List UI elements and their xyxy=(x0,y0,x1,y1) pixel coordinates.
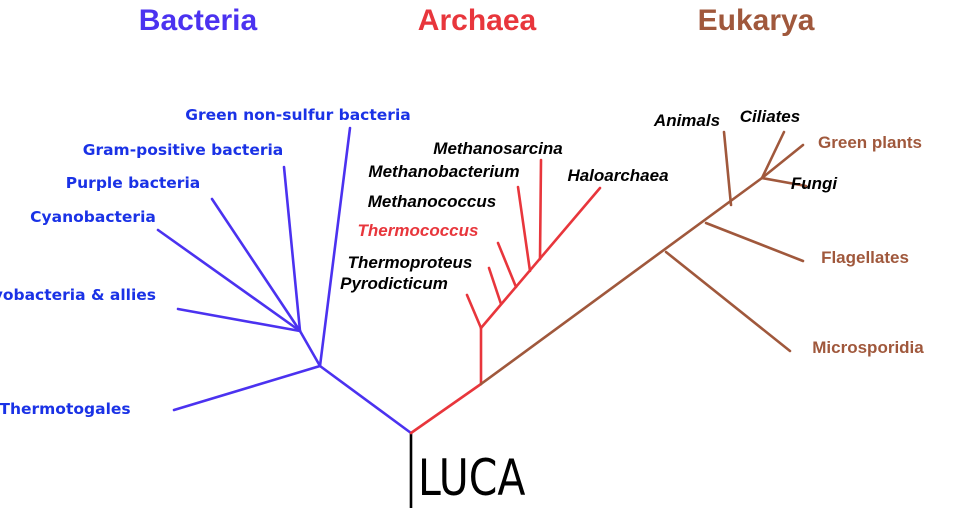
branch-thermoproteus xyxy=(487,266,503,306)
label-animals: Animals xyxy=(653,111,720,130)
label-methanosarcina: Methanosarcina xyxy=(433,139,562,158)
branch-pyrodicticum xyxy=(465,293,483,330)
label-luca: LUCA xyxy=(418,449,525,507)
branch-ciliates xyxy=(760,130,786,180)
branch-flagellates xyxy=(704,221,805,263)
branch-purple xyxy=(210,197,302,333)
branch-cyanobacteria xyxy=(156,228,302,333)
branch-gram-positive xyxy=(282,165,302,333)
branch-thermococcus xyxy=(496,241,518,289)
bacteria-branches xyxy=(156,126,413,435)
label-flagellates: Flagellates xyxy=(821,248,909,267)
label-cyanobacteria: Cyanobacteria xyxy=(30,208,156,226)
label-ciliates: Ciliates xyxy=(740,107,800,126)
branch-methanococcus xyxy=(516,185,532,273)
branch-animals xyxy=(722,130,733,207)
branch-microsporidia xyxy=(664,250,792,353)
label-thermococcus: Thermococcus xyxy=(358,221,479,240)
label-thermoproteus: Thermoproteus xyxy=(348,253,473,272)
domain-title-eukarya: Eukarya xyxy=(698,4,815,37)
branch-methanobacterium xyxy=(538,158,543,261)
label-thermotogales: Thermotogales xyxy=(0,400,131,418)
label-pyrodicticum: Pyrodicticum xyxy=(340,274,448,293)
branch-green-plants xyxy=(760,143,805,180)
label-purple-bacteria: Purple bacteria xyxy=(66,174,200,192)
domain-title-archaea: Archaea xyxy=(418,4,537,37)
branch-thermotogales xyxy=(172,364,322,412)
branch-fungi xyxy=(760,176,808,188)
label-gram-positive: Gram-positive bacteria xyxy=(83,141,284,159)
domain-title-bacteria: Bacteria xyxy=(139,4,258,37)
eukarya-branches xyxy=(479,130,808,386)
label-haloarchaea: Haloarchaea xyxy=(567,166,668,185)
label-methanococcus: Methanococcus xyxy=(368,192,496,211)
branch-green-nonsulfur xyxy=(318,126,352,368)
label-fungi: Fungi xyxy=(791,174,839,193)
label-microsporidia: Microsporidia xyxy=(812,338,924,357)
label-green-plants: Green plants xyxy=(818,133,922,152)
label-methanobacterium: Methanobacterium xyxy=(368,162,519,181)
label-green-nonsulfur: Green non-sulfur bacteria xyxy=(185,106,410,124)
archaea-branches xyxy=(409,158,602,435)
branch-bacteria-inner xyxy=(298,329,322,368)
branch-bacteria-trunk xyxy=(318,364,413,435)
branch-flavobacteria xyxy=(176,307,302,333)
branch-eukarya-trunk xyxy=(479,176,764,386)
branch-archaea-trunk xyxy=(409,382,483,435)
label-flavobacteria: Flavobacteria & allies xyxy=(0,286,156,304)
